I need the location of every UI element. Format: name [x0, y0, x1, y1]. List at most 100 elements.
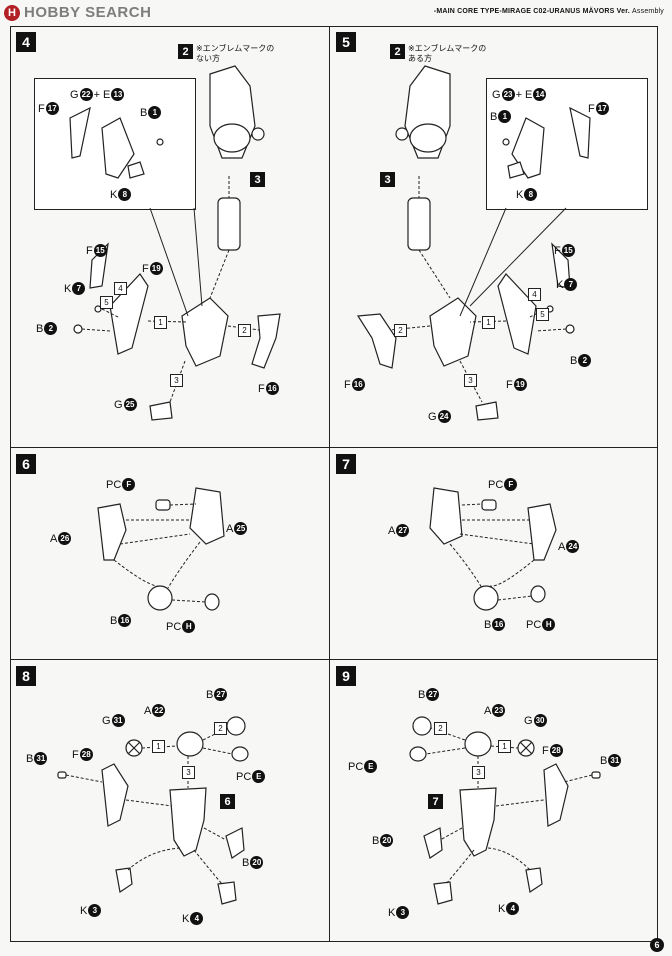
step-number: 4 [16, 32, 36, 52]
step-5-drawing [356, 65, 591, 421]
step-7-drawing [429, 487, 557, 611]
order-box: 1 [154, 316, 167, 329]
step-9-drawing [409, 716, 601, 905]
order-box: 1 [498, 740, 511, 753]
order-box: 2 [434, 722, 447, 735]
step-5-panel: 5 2 ※エンブレムマークの ある方 [330, 26, 658, 447]
step-4-panel: 4 2 ※エンブレムマークの ない方 [10, 26, 329, 447]
order-box: 2 [238, 324, 251, 337]
column-divider [329, 26, 330, 942]
step-number: 6 [16, 454, 36, 474]
order-box: 1 [482, 316, 495, 329]
order-box: 2 [394, 324, 407, 337]
row-divider-2 [10, 659, 658, 660]
instruction-frame [10, 26, 658, 942]
ref-step-badge: 3 [250, 172, 265, 187]
step-6-drawing [97, 487, 225, 611]
step-number: 8 [16, 666, 36, 686]
step-number: 7 [336, 454, 356, 474]
emblem-note: ※エンブレムマークの ない方 [196, 44, 275, 63]
order-box: 4 [114, 282, 127, 295]
order-box: 3 [182, 766, 195, 779]
sub-step-badge: 2 [178, 44, 193, 59]
page-header: H HOBBY SEARCH -MAIN CORE TYPE-MIRAGE C0… [0, 0, 672, 26]
ref-step-badge: 6 [220, 794, 235, 809]
detail-inset [486, 78, 648, 210]
order-box: 1 [152, 740, 165, 753]
order-box: 4 [528, 288, 541, 301]
order-box: 5 [536, 308, 549, 321]
logo-mark-icon: H [4, 4, 20, 21]
order-box: 5 [100, 296, 113, 309]
ref-step-badge: 7 [428, 794, 443, 809]
hobby-search-logo: H HOBBY SEARCH [4, 4, 151, 21]
ref-step-badge: 3 [380, 172, 395, 187]
step-4-drawing [69, 65, 281, 421]
row-divider-1 [10, 447, 658, 448]
title-brand: MÄVORS Ver. [582, 8, 630, 15]
step-8-drawing [57, 716, 249, 905]
logo-text: HOBBY SEARCH [24, 4, 152, 21]
step-number: 9 [336, 666, 356, 686]
order-box: 3 [464, 374, 477, 387]
sub-step-badge: 2 [390, 44, 405, 59]
title-suffix: Assembly [632, 8, 664, 15]
manual-title: -MAIN CORE TYPE-MIRAGE C02-URANUS MÄVORS… [434, 8, 664, 15]
title-line: -MAIN CORE TYPE-MIRAGE C02-URANUS [433, 8, 581, 15]
page-number: 6 [650, 938, 664, 952]
side-armor-shape [109, 273, 149, 355]
neck-part-shape [217, 197, 241, 251]
order-box: 3 [472, 766, 485, 779]
main-body-shape [181, 297, 229, 367]
